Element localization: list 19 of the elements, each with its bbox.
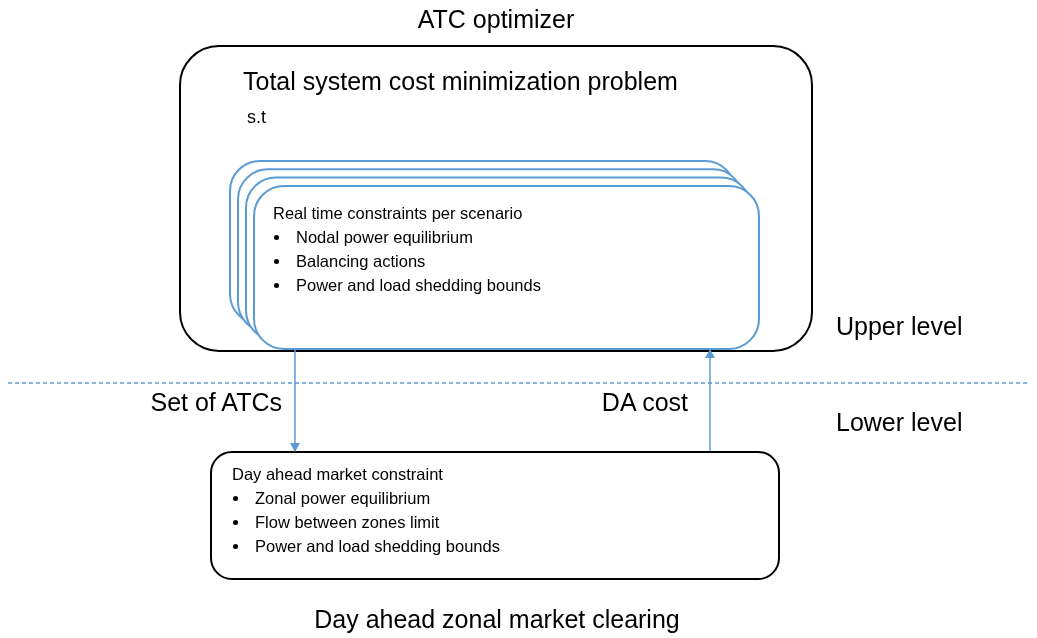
bullet-item: Power and load shedding bounds <box>273 273 541 297</box>
box-heading: ATC optimizer <box>416 5 576 34</box>
list-heading: Real time constraints per scenario <box>273 203 524 224</box>
level-label: Upper level <box>836 312 963 341</box>
bullet-item: Power and load shedding bounds <box>232 534 500 558</box>
bullet-item: Zonal power equilibrium <box>232 486 500 510</box>
stacked-constraint-box <box>229 160 760 350</box>
problem-title: Total system cost minimization problem <box>243 67 678 96</box>
bullet-item: Balancing actions <box>273 249 541 273</box>
level-label: Lower level <box>836 408 963 437</box>
bullet-item: Flow between zones limit <box>232 510 500 534</box>
arrow <box>705 349 715 452</box>
edge-label: Set of ATCs <box>150 388 282 417</box>
subject-to-label: s.t <box>247 106 266 129</box>
box-caption: Day ahead zonal market clearing <box>313 605 681 634</box>
list-heading: Day ahead market constraint <box>232 464 444 485</box>
edge-label: DA cost <box>601 388 688 417</box>
arrow <box>290 349 300 452</box>
bullet-item: Nodal power equilibrium <box>273 225 541 249</box>
